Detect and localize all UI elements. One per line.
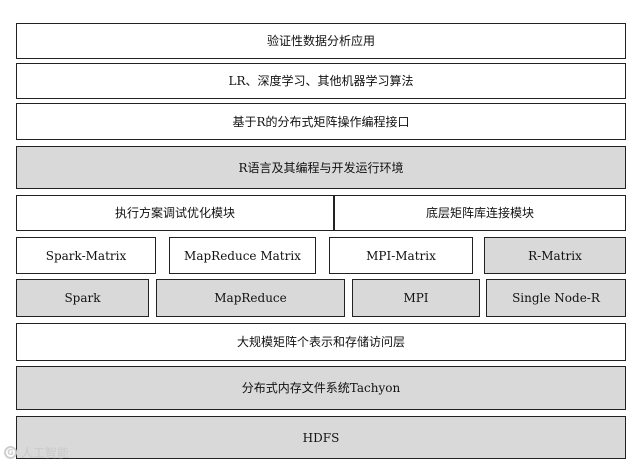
matrix-lib-spark-matrix: Spark-Matrix bbox=[16, 237, 156, 274]
engine-label: MPI bbox=[403, 291, 429, 305]
layer-r-environment-label: R语言及其编程与开发运行环境 bbox=[238, 160, 404, 175]
layer-storage-access-label: 大规模矩阵个表示和存储访问层 bbox=[236, 335, 405, 349]
module-exec-optimization: 执行方案调试优化模块 bbox=[16, 195, 334, 231]
matrix-lib-label: R-Matrix bbox=[528, 248, 582, 263]
engine-mapreduce: MapReduce bbox=[156, 279, 345, 317]
watermark-text: 人工智能 bbox=[21, 445, 70, 460]
layer-hdfs-label: HDFS bbox=[302, 430, 340, 445]
layer-r-environment: R语言及其编程与开发运行环境 bbox=[16, 146, 626, 189]
matrix-lib-label: MPI-Matrix bbox=[366, 248, 436, 263]
watermark: G 人工智能 bbox=[4, 442, 69, 462]
module-matrix-connection: 底层矩阵库连接模块 bbox=[334, 195, 626, 231]
module-exec-optimization-label: 执行方案调试优化模块 bbox=[114, 206, 235, 220]
engine-label: Single Node-R bbox=[512, 291, 600, 305]
layer-storage-access: 大规模矩阵个表示和存储访问层 bbox=[16, 323, 626, 361]
module-matrix-connection-label: 底层矩阵库连接模块 bbox=[425, 206, 534, 220]
layer-algorithms-label: LR、深度学习、其他机器学习算法 bbox=[228, 74, 414, 88]
engine-single-node-r: Single Node-R bbox=[486, 279, 626, 317]
layer-hdfs: HDFS bbox=[16, 416, 626, 459]
matrix-lib-mapreduce-matrix: MapReduce Matrix bbox=[169, 237, 316, 274]
matrix-lib-r-matrix: R-Matrix bbox=[484, 237, 626, 274]
layer-application-label: 验证性数据分析应用 bbox=[266, 34, 375, 48]
engine-label: Spark bbox=[64, 291, 101, 305]
layer-api-label: 基于R的分布式矩阵操作编程接口 bbox=[232, 114, 410, 129]
engine-label: MapReduce bbox=[214, 291, 287, 305]
layer-api: 基于R的分布式矩阵操作编程接口 bbox=[16, 103, 626, 140]
engine-mpi: MPI bbox=[352, 279, 480, 317]
engine-spark: Spark bbox=[16, 279, 149, 317]
layer-tachyon-label: 分布式内存文件系统Tachyon bbox=[241, 381, 401, 395]
layer-tachyon: 分布式内存文件系统Tachyon bbox=[16, 366, 626, 410]
matrix-lib-label: MapReduce Matrix bbox=[184, 248, 301, 263]
logo-icon: G bbox=[4, 445, 17, 459]
layer-algorithms: LR、深度学习、其他机器学习算法 bbox=[16, 63, 626, 99]
layer-application: 验证性数据分析应用 bbox=[16, 23, 626, 59]
matrix-lib-mpi-matrix: MPI-Matrix bbox=[329, 237, 473, 274]
matrix-lib-label: Spark-Matrix bbox=[45, 248, 127, 263]
